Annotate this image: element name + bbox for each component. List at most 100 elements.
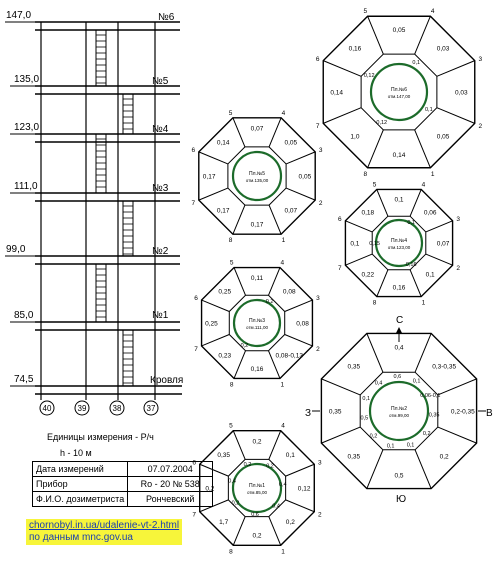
ladder-rungs bbox=[96, 34, 133, 384]
corner-number: 6 bbox=[338, 216, 342, 223]
roof-label: Кровля bbox=[150, 375, 183, 386]
corner-number: 6 bbox=[194, 295, 198, 302]
dose-value-inner: 0,5 bbox=[361, 416, 369, 422]
dose-value-inner: 0,2 bbox=[232, 501, 240, 507]
plan-radial bbox=[268, 267, 281, 296]
dose-value: 0,18 bbox=[362, 209, 375, 216]
plan-radial bbox=[437, 426, 477, 444]
plan-radial bbox=[414, 129, 431, 168]
plan-radial bbox=[232, 516, 246, 546]
corner-number: 5 bbox=[364, 8, 368, 15]
axis-bubble bbox=[74, 400, 90, 416]
plan-radial bbox=[409, 269, 422, 297]
axis-label: 38 bbox=[113, 404, 122, 413]
plan-radial bbox=[285, 187, 316, 201]
dose-value: 0,14 bbox=[330, 90, 343, 97]
axis-label: 39 bbox=[78, 404, 87, 413]
plan-radial bbox=[437, 378, 477, 396]
plan-5: Пл.№2отм.99,000,40,3-0,350,2-0,350,20,50… bbox=[320, 332, 478, 490]
dose-value-inner: 0,2 bbox=[266, 299, 274, 305]
dose-value-inner: 0,15 bbox=[369, 241, 380, 247]
corner-number: 3 bbox=[316, 295, 320, 302]
dose-value: 0,06 bbox=[424, 209, 437, 216]
plan-4: Пл.№3отм.111,000,110,080,080,08-0,130,16… bbox=[194, 260, 320, 389]
plan-title: Пл.№6 bbox=[391, 87, 407, 93]
measurement-info-table: Дата измерений 07.07.2004 Прибор Ro - 20… bbox=[31, 461, 214, 507]
corner-number: 3 bbox=[319, 147, 323, 154]
dose-value: 0,07 bbox=[437, 241, 450, 248]
corner-number: 6 bbox=[191, 147, 195, 154]
dose-value-inner: 0,06-0,1 bbox=[420, 393, 440, 399]
dose-value: 0,05 bbox=[299, 174, 312, 181]
dose-value: 0,25 bbox=[218, 288, 231, 295]
corner-number: 8 bbox=[229, 548, 233, 555]
dose-value: 0,08-0,13 bbox=[276, 353, 304, 360]
dose-value: 0,16 bbox=[393, 285, 406, 292]
date-value: 07.07.2004 bbox=[127, 461, 214, 477]
dose-value: 0,4 bbox=[394, 345, 403, 352]
elevation-section: 147,0 №6 135,0 №5 123,0 №4 111,0 №3 99,0… bbox=[5, 10, 183, 416]
dose-value: 0,05 bbox=[393, 27, 406, 34]
dose-value: 0,22 bbox=[362, 272, 375, 279]
corner-number: 4 bbox=[431, 8, 435, 15]
level-label: №4 bbox=[152, 124, 169, 135]
dose-value-inner: 0,35 bbox=[429, 412, 440, 418]
plan-radial bbox=[284, 334, 313, 347]
plan-radial bbox=[376, 269, 389, 297]
dose-value: 0,17 bbox=[217, 207, 230, 214]
corner-number: 1 bbox=[281, 548, 285, 555]
corner-number: 8 bbox=[373, 300, 377, 307]
dose-value: 0,07 bbox=[251, 126, 264, 133]
dose-value: 0,17 bbox=[203, 174, 216, 181]
dose-value-inner: 0,6 bbox=[251, 512, 259, 518]
plan-radial bbox=[198, 187, 229, 201]
dose-value: 0,03 bbox=[437, 45, 450, 52]
corner-number: 5 bbox=[229, 110, 233, 117]
dose-value: 0,17 bbox=[251, 221, 264, 228]
plan-radial bbox=[285, 499, 315, 513]
plan-radial bbox=[367, 129, 384, 168]
plan-title: Пл.№1 bbox=[249, 483, 265, 489]
plan-radial bbox=[414, 16, 431, 55]
dose-value: 0,2 bbox=[252, 438, 261, 445]
plan-radial bbox=[285, 151, 316, 165]
plan-radial bbox=[268, 117, 282, 148]
corner-number: 7 bbox=[194, 346, 198, 353]
roof-mark: 74,5 bbox=[14, 374, 34, 385]
corner-number: 6 bbox=[316, 56, 320, 63]
dose-value: 1,7 bbox=[219, 519, 228, 526]
dose-value-inner: 0,2 bbox=[423, 431, 431, 437]
dose-value-inner: 0,1 bbox=[362, 396, 370, 402]
dose-value-inner: 0,2 bbox=[266, 463, 274, 469]
plan-radial bbox=[268, 516, 282, 546]
dose-value-inner: 0,2 bbox=[241, 343, 249, 349]
dose-value-inner: 0,2 bbox=[244, 462, 252, 468]
dose-value-inner: 0,1 bbox=[412, 60, 420, 66]
level-mark: 99,0 bbox=[6, 244, 26, 255]
corner-number: 4 bbox=[281, 423, 285, 430]
person-value: Рончевский bbox=[127, 491, 214, 507]
plan-radial bbox=[198, 151, 229, 165]
central-shaft bbox=[232, 298, 282, 348]
dose-value: 0,23 bbox=[218, 353, 231, 360]
plan-title: Пл.№2 bbox=[391, 406, 407, 412]
dose-value: 0,35 bbox=[329, 409, 342, 416]
central-shaft bbox=[368, 380, 430, 442]
dose-value: 0,1 bbox=[426, 272, 435, 279]
compass-north: С bbox=[396, 315, 403, 326]
level-label: №5 bbox=[152, 76, 169, 87]
central-shaft bbox=[231, 462, 283, 514]
plan-3: Пл.№4отм.123,000,10,060,070,10,160,220,1… bbox=[338, 181, 460, 306]
plan-radial bbox=[284, 299, 313, 312]
compass: С Ю З В bbox=[305, 315, 493, 505]
central-shaft bbox=[369, 62, 429, 122]
level-mark: 85,0 bbox=[14, 310, 34, 321]
north-arrow-head bbox=[396, 327, 402, 333]
source-link[interactable]: chornobyl.in.ua/udalenie-vt-2.html bbox=[29, 520, 180, 531]
compass-east: В bbox=[486, 408, 493, 419]
plan-radial bbox=[345, 253, 373, 266]
dose-value: 0,25 bbox=[205, 321, 218, 328]
corner-number: 2 bbox=[319, 200, 323, 207]
plan-radial bbox=[323, 60, 362, 77]
